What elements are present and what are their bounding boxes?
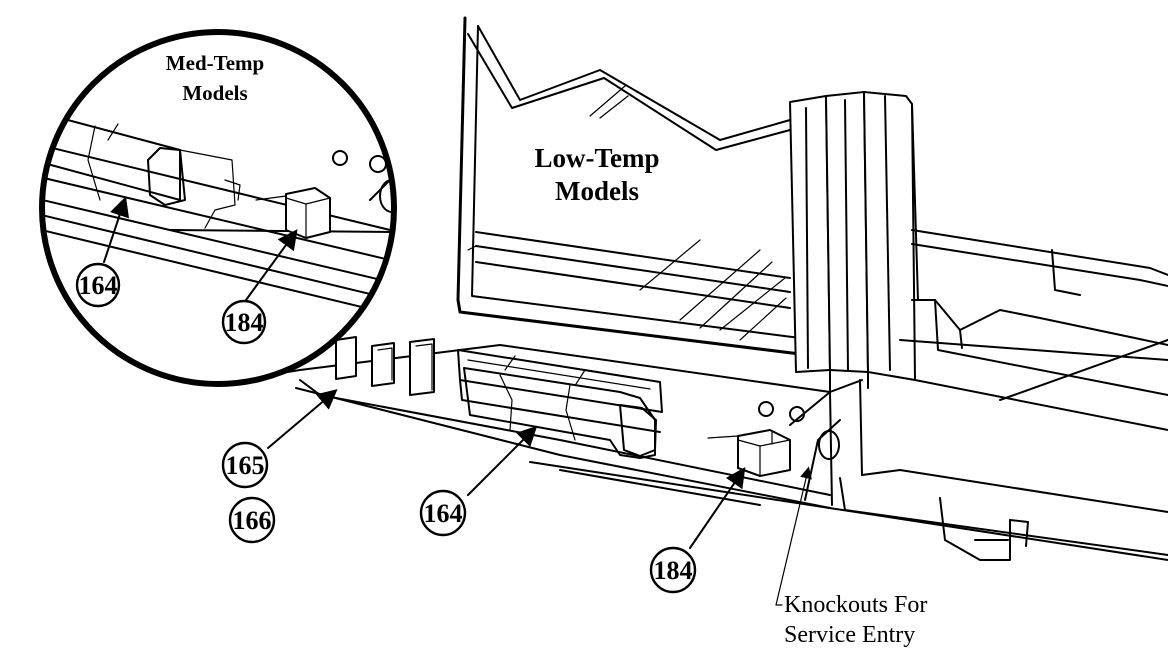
- callout-166: 166: [228, 496, 276, 544]
- arrow-main-184: [689, 467, 746, 549]
- label-low-temp: Low-Temp Models: [516, 140, 680, 210]
- label-knockouts: Knockouts For Service Entry: [784, 592, 927, 648]
- case-body: [249, 16, 1168, 561]
- door-frame: [456, 16, 804, 356]
- leader-lines: [267, 389, 812, 606]
- callout-main-164: 164: [419, 489, 467, 537]
- callout-label: 164: [79, 271, 118, 300]
- arrow-main-164: [467, 425, 538, 496]
- callout-main-184: 184: [649, 546, 697, 594]
- mullion-post: [789, 91, 919, 393]
- right-pan: [839, 229, 1168, 561]
- arrow-inset-184: [245, 229, 298, 301]
- med-temp-line2: Models: [182, 81, 247, 105]
- callout-label: 164: [424, 499, 463, 528]
- arrow-knockouts: [775, 466, 812, 606]
- callout-inset-164: 164: [75, 262, 121, 308]
- low-temp-line2: Models: [555, 176, 639, 206]
- base-louvers: [335, 336, 435, 396]
- main-clip: [707, 429, 791, 477]
- inset-detail: [39, 29, 397, 387]
- low-temp-line1: Low-Temp: [534, 143, 659, 173]
- callout-inset-184: 184: [221, 299, 267, 345]
- inset-border: [39, 29, 397, 387]
- callout-label: 165: [226, 451, 265, 480]
- callout-165: 165: [221, 441, 269, 489]
- med-temp-line1: Med-Temp: [166, 51, 264, 75]
- knockouts-line1: Knockouts For: [784, 592, 927, 618]
- callout-label: 166: [233, 506, 272, 535]
- arrow-165: [267, 389, 338, 449]
- callout-label: 184: [654, 556, 693, 585]
- knockouts-line2: Service Entry: [784, 622, 915, 648]
- callout-label: 184: [225, 308, 264, 337]
- arrow-inset-164: [103, 196, 130, 263]
- main-heater-channel: [457, 349, 663, 459]
- label-med-temp: Med-Temp Models: [166, 51, 264, 105]
